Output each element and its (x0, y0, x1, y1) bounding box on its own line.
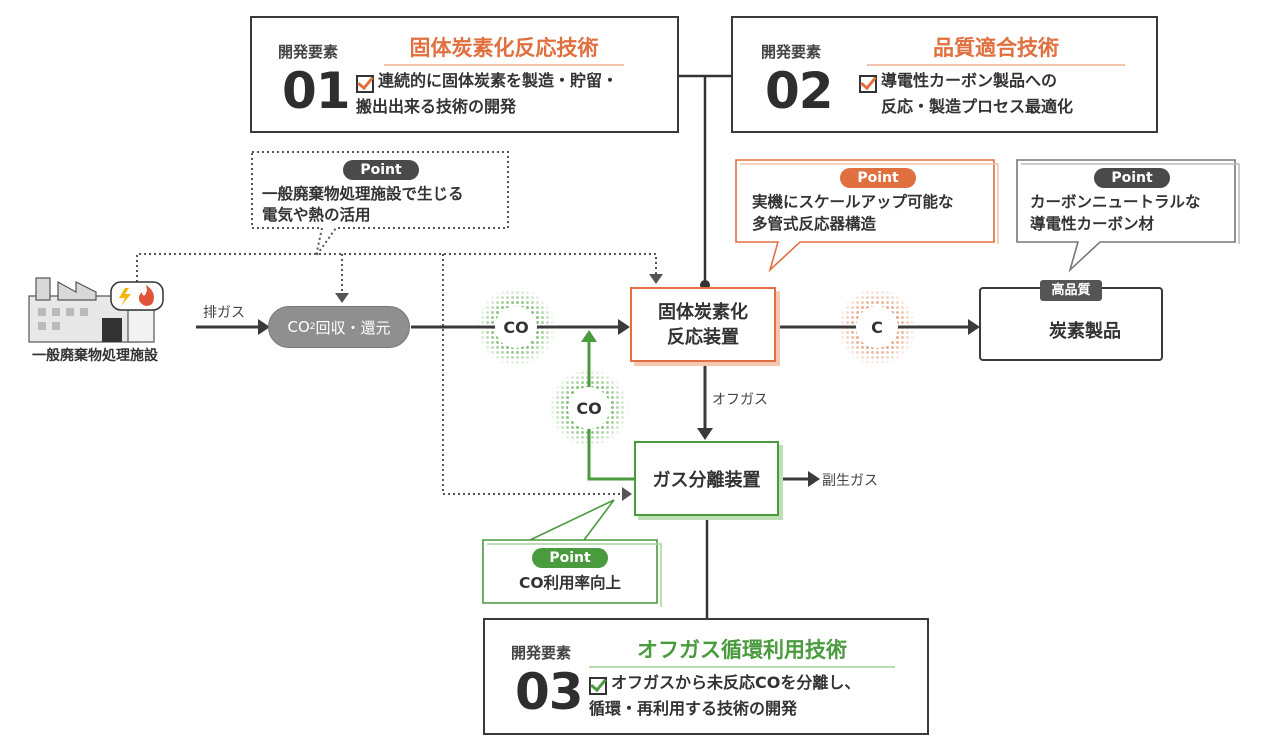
separator-node: ガス分離装置 (634, 441, 779, 516)
point-tag-3: Point (1094, 168, 1170, 188)
utility-arrowheads (335, 274, 663, 501)
byproduct-label: 副生ガス (822, 473, 878, 489)
dev-desc-line-2: 反応・製造プロセス最適化 (881, 97, 1074, 116)
point-bubble-2 (735, 159, 995, 273)
separator-label: ガス分離装置 (652, 469, 761, 491)
point-bubble-2-offset (740, 163, 999, 244)
co-recycle-line (587, 340, 634, 481)
point-tag-2: Point (840, 168, 916, 188)
point-bubble-4-offset (487, 543, 662, 607)
dev-label: 開発要素 (511, 644, 572, 662)
point-bubble-3 (1016, 159, 1236, 273)
checkbox-icon (589, 677, 607, 695)
dev-label: 開発要素 (278, 43, 339, 61)
co2-prefix: CO (287, 318, 310, 336)
co2-suffix: 回収・還元 (315, 318, 391, 337)
dev-title: 固体炭素化反応技術 (384, 32, 624, 66)
point-3-line-2: 導電性カーボン材 (1030, 215, 1155, 233)
product-label: 炭素製品 (1049, 321, 1121, 342)
co-recycle-arrowhead (581, 330, 597, 342)
dev-element-02: 開発要素 02 品質適合技術 導電性カーボン製品への 反応・製造プロセス最適化 (731, 16, 1158, 133)
dev-number: 01 (282, 62, 351, 120)
reactor-line-1: 固体炭素化 (658, 301, 748, 323)
reactor-line-2: 反応装置 (667, 326, 739, 348)
facility-label: 一般廃棄物処理施設 (32, 348, 158, 364)
utility-lines (136, 253, 657, 495)
point-3-line-1: カーボンニュートラルな (1030, 193, 1201, 211)
checkbox-icon (356, 75, 374, 93)
factory-icon (28, 277, 164, 343)
point-bubble-1 (251, 151, 509, 257)
point-bubble-3-offset (1021, 163, 1240, 244)
exhaust-label: 排ガス (203, 305, 245, 321)
dev-title: 品質適合技術 (867, 32, 1125, 66)
dev-number: 03 (515, 663, 584, 721)
point-tag-1: Point (343, 160, 419, 180)
product-quality-tag: 高品質 (1040, 280, 1102, 301)
point-1-line-2: 電気や熱の活用 (262, 206, 371, 224)
dev-number: 02 (765, 62, 834, 120)
flame-icon (138, 285, 155, 306)
dev-title: オフガス循環利用技術 (589, 634, 895, 668)
dev-element-03: 開発要素 03 オフガス循環利用技術 オフガスから未反応COを分離し、 循環・再… (483, 618, 929, 735)
co-loop-label: CO (568, 387, 610, 429)
dev-element-01: 開発要素 01 固体炭素化反応技術 連続的に固体炭素を製造・貯留・ 搬出出来る技… (250, 16, 679, 133)
point-2-line-2: 多管式反応器構造 (752, 215, 877, 233)
offgas-label: オフガス (712, 392, 768, 408)
reactor-node: 固体炭素化 反応装置 (630, 287, 776, 362)
point-tag-4: Point (532, 548, 608, 568)
main-flow-arrowheads (258, 319, 980, 487)
dev-desc-line-1: オフガスから未反応COを分離し、 (611, 673, 861, 692)
dev-desc-line-2: 循環・再利用する技術の開発 (589, 699, 798, 718)
dev-desc-line-1: 連続的に固体炭素を製造・貯留・ (378, 71, 619, 90)
point-1-line-1: 一般廃棄物処理施設で生じる (262, 185, 464, 203)
electricity-icon (119, 288, 131, 306)
point-4-line-1: CO利用率向上 (519, 574, 622, 592)
dev-desc-line-1: 導電性カーボン製品への (881, 71, 1058, 90)
carbon-label: C (856, 306, 898, 348)
co-main-label: CO (495, 306, 537, 348)
dev-label: 開発要素 (761, 43, 822, 61)
checkbox-icon (859, 75, 877, 93)
co2-subscript: 2 (309, 322, 316, 332)
dev-desc-line-2: 搬出出来る技術の開発 (356, 97, 517, 116)
point-2-line-1: 実機にスケールアップ可能な (752, 193, 954, 211)
